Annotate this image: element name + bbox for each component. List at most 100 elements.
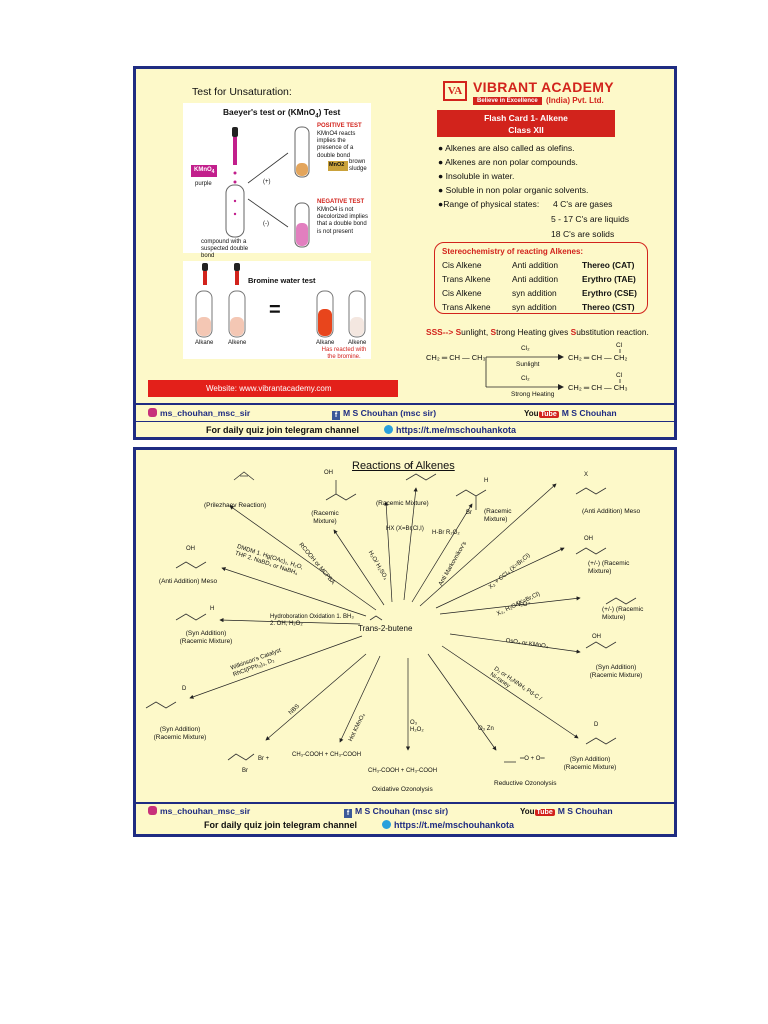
substitution-scheme — [485, 349, 621, 390]
footer-divider — [136, 421, 674, 422]
bullet-5: ●Range of physical states: — [438, 199, 540, 209]
equals-sign: = — [269, 299, 281, 321]
brand-suffix: (India) Pvt. Ltd. — [546, 96, 604, 105]
brown-sludge-label: brown sludge — [349, 159, 367, 173]
product-alkyl-halide: (Racemic Mixture) — [376, 500, 429, 507]
flash-card-alkene: Test for Unsaturation: Baeyer's test or … — [133, 66, 677, 440]
reactions-title: Reactions of Alkenes — [352, 460, 455, 472]
label-reductive-product: ═O + O═ — [520, 756, 545, 762]
label-d: D — [594, 722, 599, 728]
center-reactant: Trans-2-butene — [358, 624, 413, 633]
telegram-icon — [384, 425, 393, 434]
label-d-left: D — [182, 686, 187, 692]
flash-card-class: Class XII — [508, 125, 544, 135]
brand-name: VIBRANT ACADEMY — [473, 79, 614, 95]
product-dihalide-meso: (Anti Addition) Meso — [582, 508, 641, 515]
telegram-bar: For daily quiz join telegram channel htt… — [136, 425, 674, 441]
bromine-test-panel: Bromine water test = Alkane Alkene Alkan… — [183, 261, 371, 361]
reagent-hx: HX (X=Br,Cl,I) — [386, 526, 424, 532]
label-br-plus: Br + — [258, 756, 270, 762]
reactant-propene: CH₂ ═ CH — CH₃ — [426, 353, 486, 362]
facebook-icon: f — [344, 809, 352, 818]
product-allyl-chloride: CH₂ ═ CH — CH₂ — [568, 353, 628, 362]
positive-test-label: POSITIVE TEST — [317, 123, 362, 129]
cl2-reagent-a: Cl₂ — [521, 345, 530, 352]
youtube-icon: You — [520, 807, 535, 816]
sunlight-condition: Sunlight — [516, 361, 540, 368]
stereochemistry-title: Stereochemistry of reacting Alkenes: — [442, 247, 584, 256]
telegram-link[interactable]: https://t.me/mschouhankota — [382, 820, 514, 830]
reagent-hydroboration: Hydroboration Oxidation 1. BH₃ 2. OH, H₂… — [270, 614, 354, 628]
baeyer-test-panel: Baeyer's test or (KMnO4) Test KMnO4 p — [183, 103, 371, 259]
alkane-label-2: Alkane — [316, 340, 335, 346]
baeyer-test-title: Baeyer's test or (KMnO4) Test — [223, 107, 341, 120]
cl-product-b: Cl — [616, 372, 623, 379]
facebook-icon: f — [332, 411, 340, 420]
reactions-of-alkenes-card: Reactions of Alkenes — [133, 447, 677, 837]
label-x: X — [408, 464, 413, 470]
product-substituted: CH₂ ═ CH — CH₃ — [568, 383, 628, 392]
label-br: Br — [466, 510, 472, 516]
bullet-3: ● Insoluble in water. — [438, 171, 515, 181]
mno2-label: MnO2 — [329, 162, 345, 168]
strong-heating-condition: Strong Heating — [511, 391, 555, 398]
product-halohydrin: (+/-) (Racemic Mixture) — [588, 560, 630, 575]
cl2-reagent-b: Cl₂ — [521, 375, 530, 382]
product-deuterated: (Syn Addition) (Racemic Mixture) — [563, 756, 617, 771]
product-diol: (Syn Addition) (Racemic Mixture) — [589, 664, 643, 679]
footer-divider — [136, 802, 674, 804]
instagram-link[interactable]: ms_chouhan_msc_sir — [148, 408, 250, 418]
telegram-bar: For daily quiz join telegram channel htt… — [136, 820, 674, 836]
alkene-label-1: Alkene — [228, 340, 247, 346]
reagent-o3-h2o2: O₃ H₂O₂ — [410, 720, 424, 734]
alkene-label-2: Alkene — [348, 340, 367, 346]
website-banner: Website: www.vibrantacademy.com — [148, 380, 398, 397]
reaction-arrow-map — [145, 471, 637, 763]
label-oh-diol: OH — [592, 634, 601, 640]
product-oxymercuration: (Anti Addition) Meso — [158, 578, 218, 585]
footer-divider — [136, 403, 674, 405]
product-reductive-ozonolysis: Reductive Ozonolysis — [494, 780, 557, 787]
sss-rule: SSS--> Sunlight, Strong Heating gives Su… — [426, 327, 649, 337]
reagent-h3o: H₃O⁺ — [516, 602, 531, 608]
bullet-2: ● Alkenes are non polar compounds. — [438, 157, 578, 167]
product-h3o-alcohol: (+/-) (Racemic Mixture) — [602, 606, 644, 621]
label-acid-pair-a: CH₃-COOH + CH₃-COOH — [292, 752, 362, 758]
telegram-text: For daily quiz join telegram channel — [204, 820, 358, 830]
instagram-link[interactable]: ms_chouhan_msc_sir — [148, 806, 250, 816]
minus-sign: (-) — [263, 221, 269, 227]
label-br-bottom: Br — [242, 768, 248, 774]
state-gases: 4 C's are gases — [553, 199, 613, 209]
label-h: H — [484, 478, 489, 484]
telegram-link[interactable]: https://t.me/mschouhankota — [384, 425, 516, 435]
state-solids: 18 C's are solids — [551, 229, 615, 239]
negative-test-desc: KMnO4 is not decolorized implies that a … — [317, 207, 369, 235]
telegram-text: For daily quiz join telegram channel — [206, 425, 360, 435]
label-h-left: H — [210, 606, 215, 612]
label-acid-pair-b: CH₃-COOH + CH₃-COOH — [368, 768, 438, 774]
instagram-icon — [148, 408, 157, 417]
stereochemistry-box: Stereochemistry of reacting Alkenes: Cis… — [434, 242, 648, 314]
reacted-note: Has reacted with the bromine. — [321, 347, 367, 361]
test-for-unsaturation-title: Test for Unsaturation: — [192, 86, 292, 98]
label-oh-left: OH — [186, 546, 195, 552]
academy-logo-icon: VA — [443, 81, 467, 101]
flash-card-header: Flash Card 1- Alkene Class XII — [437, 110, 615, 137]
positive-test-desc: KMnO4 reacts implies the presence of a d… — [317, 131, 356, 159]
kmno4-label: KMnO4 — [191, 165, 218, 178]
product-alcohol-hydration: (Racemic Mixture) — [311, 510, 339, 525]
negative-test-label: NEGATIVE TEST — [317, 199, 365, 205]
product-oxidative-ozonolysis: Oxidative Ozonolysis — [372, 786, 433, 793]
plus-sign: (+) — [263, 179, 271, 185]
purple-label: purple — [195, 181, 212, 187]
instagram-icon — [148, 806, 157, 815]
product-anti-markovnikov: (Racemic Mixture) — [484, 508, 512, 523]
reagent-hbr-peroxide: H-Br R₂O₂ — [432, 530, 460, 536]
bullet-4: ● Soluble in non polar organic solvents. — [438, 185, 589, 195]
